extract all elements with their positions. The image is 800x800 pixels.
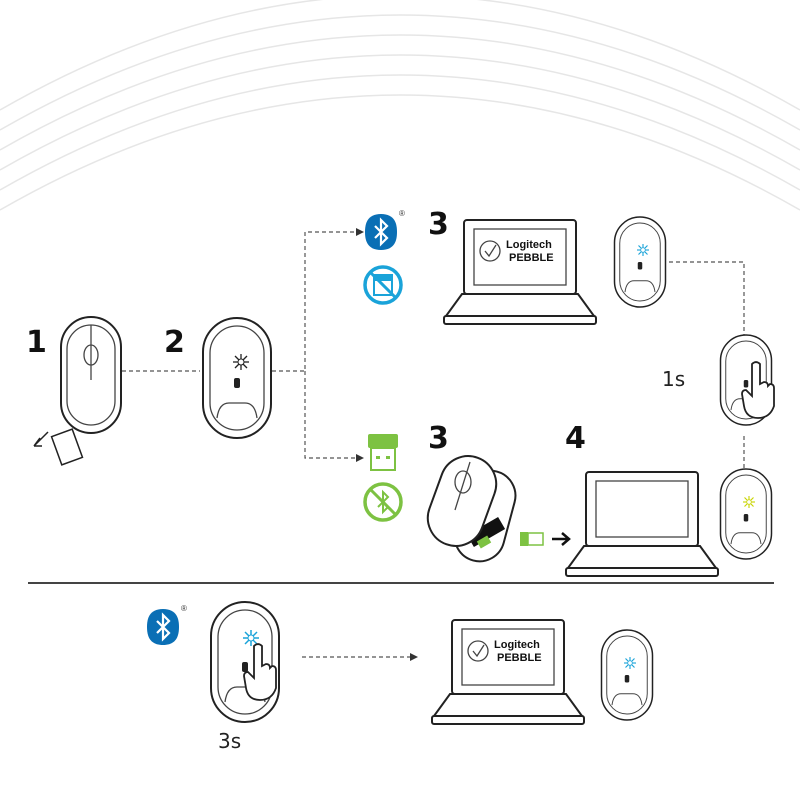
laptop-icon: Logitech PEBBLE — [431, 619, 585, 725]
no-bluetooth-icon — [363, 482, 403, 522]
arrow-icon — [552, 532, 571, 546]
connector-line — [669, 261, 745, 470]
screen-model: PEBBLE — [497, 652, 542, 664]
bluetooth-icon — [145, 607, 181, 647]
screen-brand: Logitech — [494, 639, 540, 651]
step-3-receiver-number: 3 — [428, 421, 449, 456]
laptop-icon: Logitech PEBBLE — [443, 219, 597, 325]
branch-lines — [272, 231, 360, 459]
step-2-number: 2 — [164, 325, 185, 360]
bluetooth-icon — [363, 212, 399, 252]
step-3-bluetooth-number: 3 — [428, 207, 449, 242]
mouse-bottom-icon — [202, 317, 272, 439]
mouse-bottom-icon — [613, 216, 667, 308]
step-4-number: 4 — [565, 421, 586, 456]
mouse-top-icon — [60, 316, 122, 434]
usb-receiver-small-icon — [520, 532, 544, 546]
hold-1s-label: 1s — [662, 367, 685, 391]
registered-mark: ® — [399, 209, 405, 218]
mouse-open-icon — [426, 455, 517, 563]
usb-receiver-icon — [368, 434, 398, 471]
laptop-icon — [565, 471, 719, 577]
no-receiver-icon — [363, 265, 403, 305]
screen-model: PEBBLE — [509, 252, 554, 264]
hold-3s-label: 3s — [218, 729, 241, 753]
mouse-bottom-icon — [719, 468, 773, 560]
step-1-number: 1 — [26, 325, 47, 360]
background-arcs — [0, 0, 800, 211]
mouse-bottom-icon — [600, 629, 654, 721]
screen-brand: Logitech — [506, 239, 552, 251]
mouse-press-icon — [210, 601, 280, 723]
battery-tab-icon — [33, 428, 84, 466]
registered-mark: ® — [181, 604, 187, 613]
